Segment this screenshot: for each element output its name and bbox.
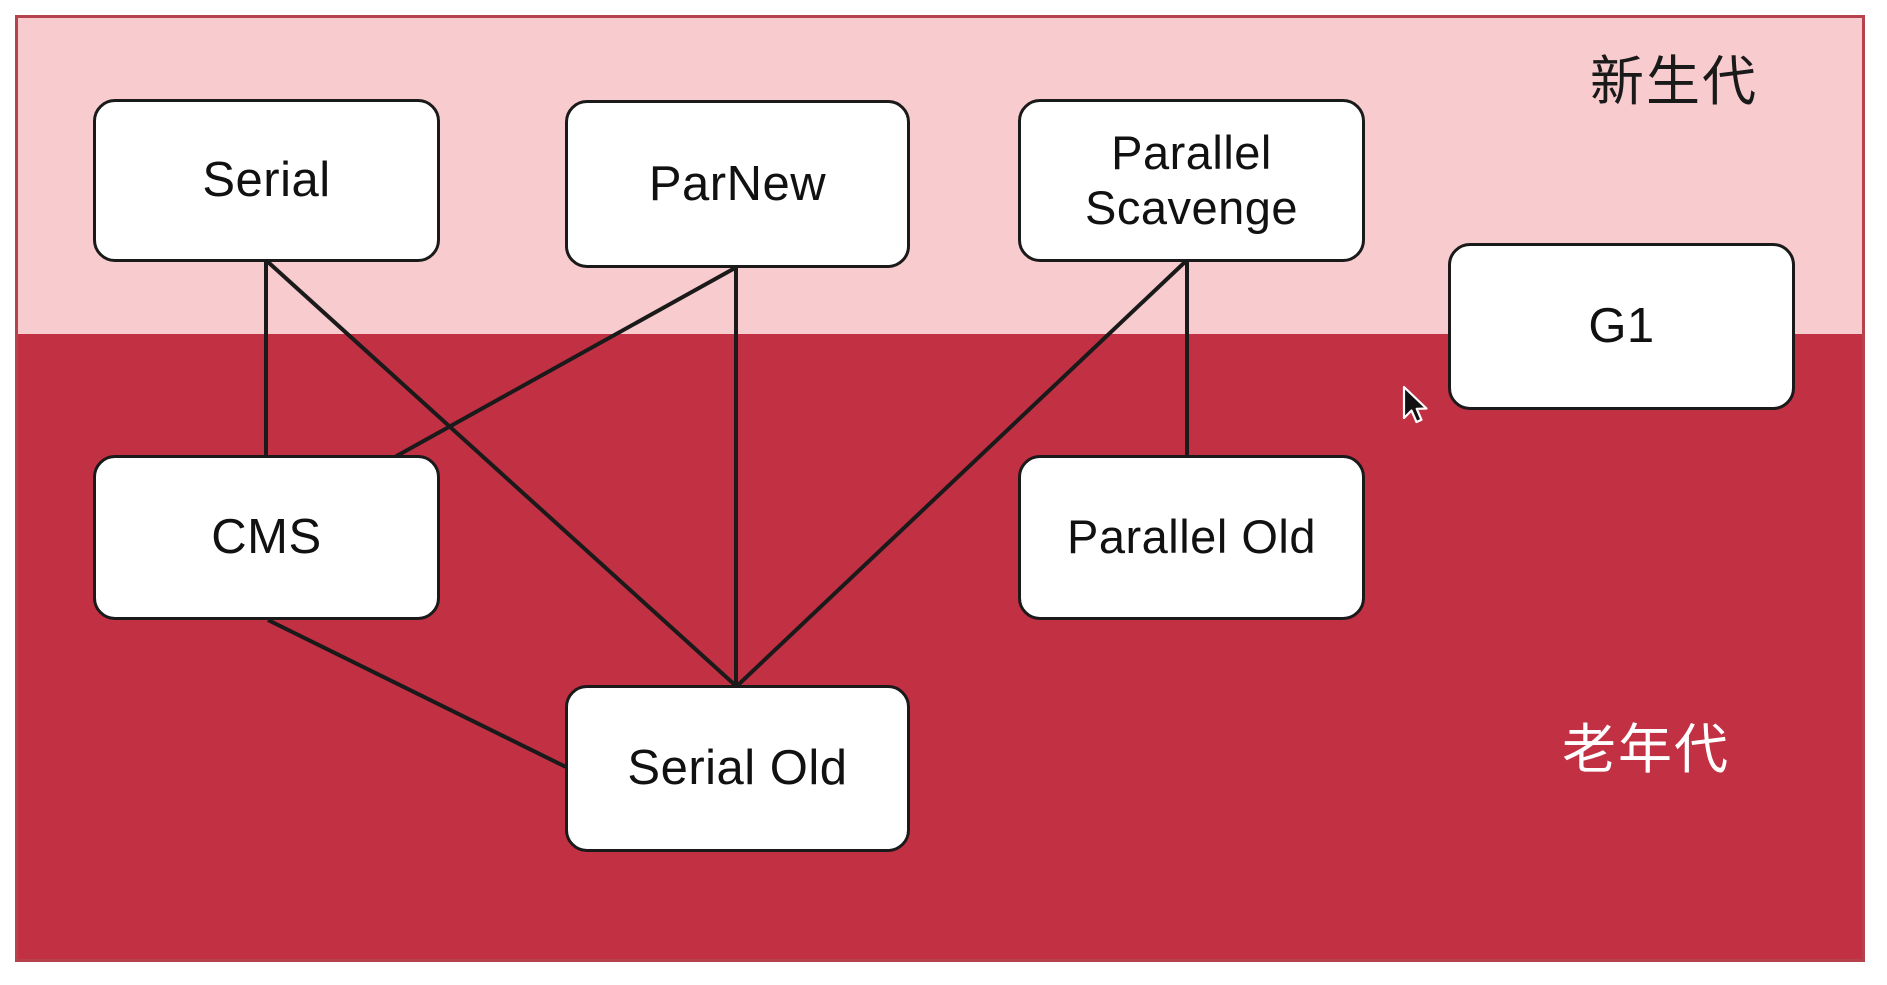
edge-parnew-to-cms <box>392 266 736 460</box>
edge-parallel-scavenge-to-serial-old <box>736 260 1187 687</box>
young-generation-label: 新生代 <box>1590 50 1758 113</box>
edge-cms-to-serial-old <box>267 618 569 770</box>
old-generation-label: 老年代 <box>1562 718 1730 781</box>
node-serial-old[interactable]: Serial Old <box>565 685 910 852</box>
diagram-outer-border <box>15 15 1865 962</box>
node-serial[interactable]: Serial <box>93 99 440 262</box>
old-generation-zone <box>15 334 1865 962</box>
node-parallel-scavenge[interactable]: Parallel Scavenge <box>1018 99 1365 262</box>
node-parallel-old[interactable]: Parallel Old <box>1018 455 1365 620</box>
edge-serial-to-serial-old <box>266 260 737 687</box>
node-cms[interactable]: CMS <box>93 455 440 620</box>
node-parnew[interactable]: ParNew <box>565 100 910 268</box>
node-g1[interactable]: G1 <box>1448 243 1795 410</box>
